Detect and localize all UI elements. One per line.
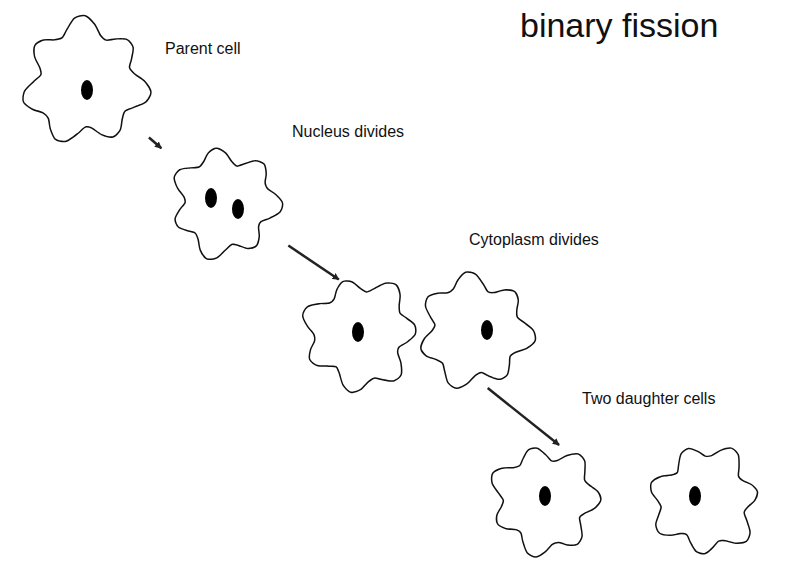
step-arrow	[288, 246, 338, 280]
stage-label: Parent cell	[163, 40, 243, 58]
amoeba-cell	[155, 143, 295, 263]
diagram-title: binary fission	[520, 6, 718, 45]
nucleus	[539, 486, 551, 506]
nucleus	[689, 486, 701, 506]
cell-node: Nucleus divides	[155, 143, 295, 263]
step-arrow	[488, 388, 559, 445]
cell-node: Parent cell	[15, 10, 155, 155]
cell-node: Two daughter cells	[483, 440, 773, 560]
step-arrow	[149, 138, 161, 149]
nucleus	[481, 320, 493, 340]
amoeba-cell	[15, 10, 155, 155]
nucleus	[232, 199, 244, 219]
nucleus	[352, 322, 364, 342]
stage-label: Two daughter cells	[580, 390, 717, 408]
amoeba-cell	[483, 440, 773, 560]
nucleus	[205, 188, 217, 208]
stage-label: Nucleus divides	[290, 123, 406, 141]
nucleus	[81, 80, 93, 100]
stage-label: Cytoplasm divides	[467, 231, 601, 249]
amoeba-cell	[290, 275, 550, 393]
cell-node: Cytoplasm divides	[290, 275, 550, 393]
